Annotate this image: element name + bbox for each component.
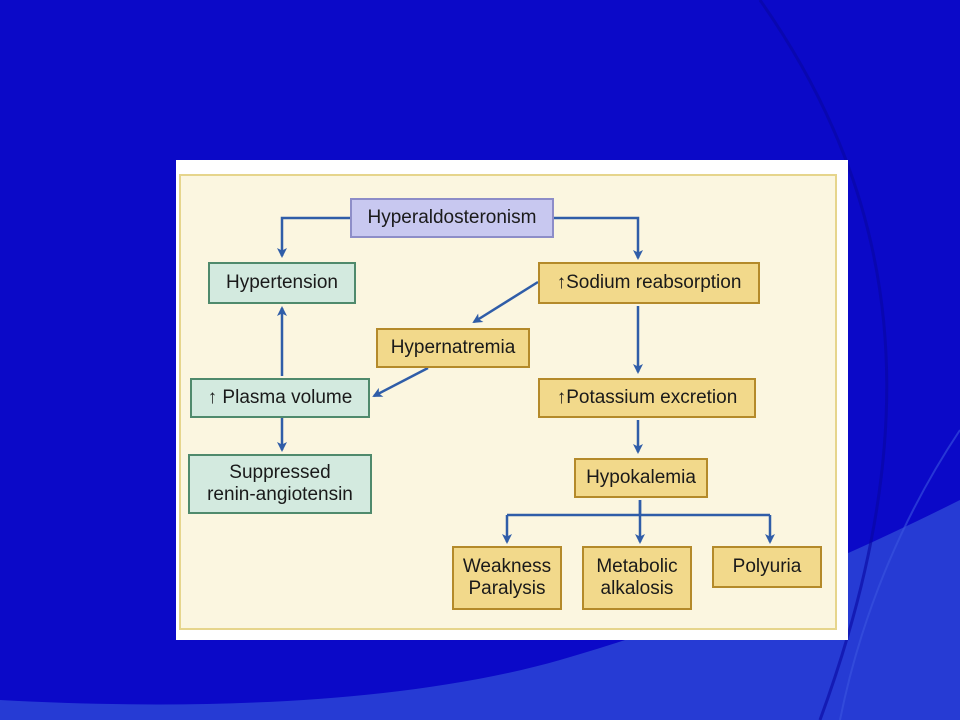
node-hyperaldosteronism: Hyperaldosteronism [350,198,554,238]
node-hypertension: Hypertension [208,262,356,304]
arrow-sodium-to-hypernatremia [472,280,539,324]
node-metabolic-alkalosis: Metabolic alkalosis [582,546,692,610]
node-suppressed-renin: Suppressed renin-angiotensin [188,454,372,514]
background-wave [0,500,960,720]
diagram-figure: Hyperaldosteronism Hypertension ↑Sodium … [176,160,848,640]
node-hypernatremia: Hypernatremia [376,328,530,368]
background-arc [758,0,889,720]
diagram-arrows [277,216,775,544]
node-potassium-excretion: ↑Potassium excretion [538,378,756,418]
node-sodium-reabsorption: ↑Sodium reabsorption [538,262,760,304]
node-weakness-paralysis: Weakness Paralysis [452,546,562,610]
background-arc-2 [839,429,960,720]
arrow-hyperaldosteronism-to-hypertension [277,216,350,258]
arrow-hypernatremia-to-plasma [372,366,429,398]
arrow-hyperaldosteronism-to-sodium [554,216,643,260]
node-polyuria: Polyuria [712,546,822,588]
node-hypokalemia: Hypokalemia [574,458,708,498]
node-plasma-volume: ↑ Plasma volume [190,378,370,418]
